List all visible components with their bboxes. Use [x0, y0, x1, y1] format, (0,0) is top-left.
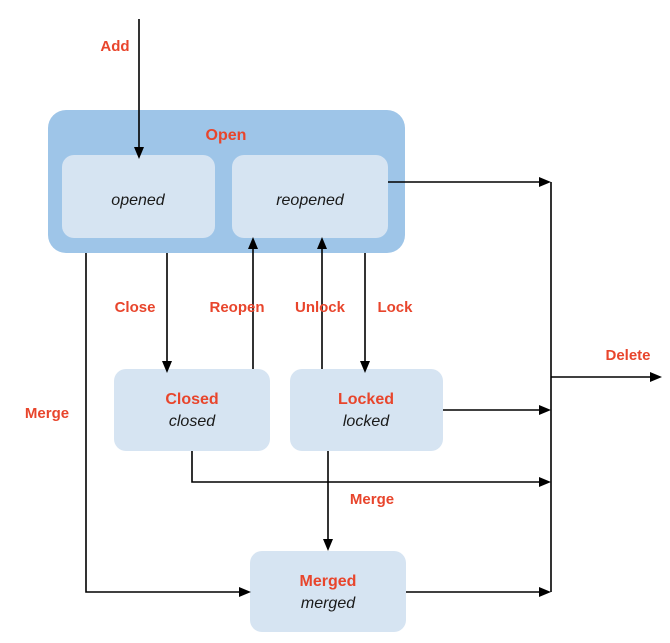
edge-delete-from-closed: [191, 451, 551, 487]
edge-merge-locked: [323, 451, 333, 551]
edge-delete-label: Delete: [605, 347, 650, 364]
edge-add: [134, 19, 144, 159]
edge-merge-open: [85, 253, 251, 597]
state-merged-value: merged: [301, 595, 356, 612]
edge-delete-from-locked: [443, 405, 551, 415]
state-locked-box[interactable]: [290, 369, 443, 451]
edge-reopen-label: Reopen: [209, 299, 264, 316]
edge-lock-label: Lock: [377, 299, 413, 316]
edge-unlock-label: Unlock: [295, 299, 346, 316]
substate-reopened-box[interactable]: [232, 155, 388, 238]
group-open-label: Open: [206, 127, 247, 144]
state-closed-title: Closed: [165, 391, 218, 408]
edge-close: [162, 253, 172, 373]
edge-merge-open-label: Merge: [25, 405, 69, 422]
edge-delete-from-reopened: [388, 177, 551, 187]
state-merged-box[interactable]: [250, 551, 406, 632]
state-merged-title: Merged: [300, 573, 357, 590]
substate-opened-label: opened: [111, 192, 165, 209]
state-locked-title: Locked: [338, 391, 394, 408]
substate-opened-box[interactable]: [62, 155, 215, 238]
substate-reopened-label: reopened: [276, 192, 345, 209]
edge-merge-locked-label: Merge: [350, 491, 394, 508]
edge-delete-from-merged: [406, 587, 551, 597]
edge-reopen: [248, 237, 258, 369]
edge-delete: [551, 372, 662, 382]
edge-lock: [360, 253, 370, 373]
state-closed-box[interactable]: [114, 369, 270, 451]
edge-close-label: Close: [115, 299, 156, 316]
edge-unlock: [317, 237, 327, 369]
state-closed-value: closed: [169, 413, 216, 430]
edge-add-label: Add: [100, 38, 129, 55]
state-locked-value: locked: [343, 413, 390, 430]
